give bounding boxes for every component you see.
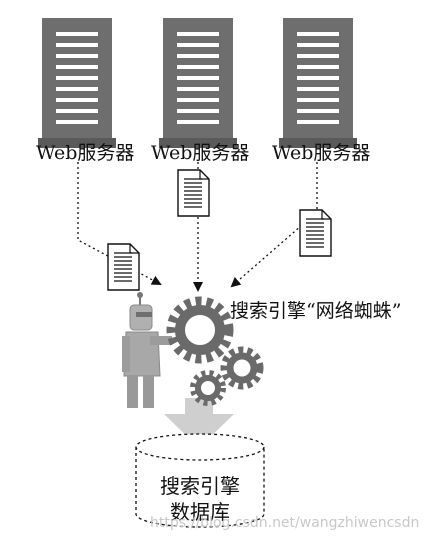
database-label-line1: 搜索引擎 — [160, 474, 240, 498]
document-icon-left — [107, 243, 140, 291]
gear-small-icon — [190, 370, 226, 406]
document-icon-middle — [177, 169, 210, 217]
down-arrow-icon — [164, 398, 234, 448]
server-label-3: Web服务器 — [272, 142, 371, 164]
database-cylinder — [135, 433, 265, 528]
server-3 — [279, 18, 357, 148]
server-1 — [38, 18, 116, 148]
robot-icon — [122, 292, 172, 408]
gear-large-icon — [166, 296, 234, 364]
server-2 — [159, 18, 237, 148]
document-icon-right — [299, 209, 332, 257]
gear-medium-icon — [220, 346, 264, 390]
spider-label: 搜索引擎“网络蜘蛛” — [230, 300, 402, 322]
server-label-1: Web服务器 — [36, 142, 135, 164]
server-label-2: Web服务器 — [151, 142, 250, 164]
database-label-line2: 数据库 — [170, 500, 230, 524]
watermark: https://blog.csdn.net/wangzhiwencsdn — [150, 515, 420, 531]
